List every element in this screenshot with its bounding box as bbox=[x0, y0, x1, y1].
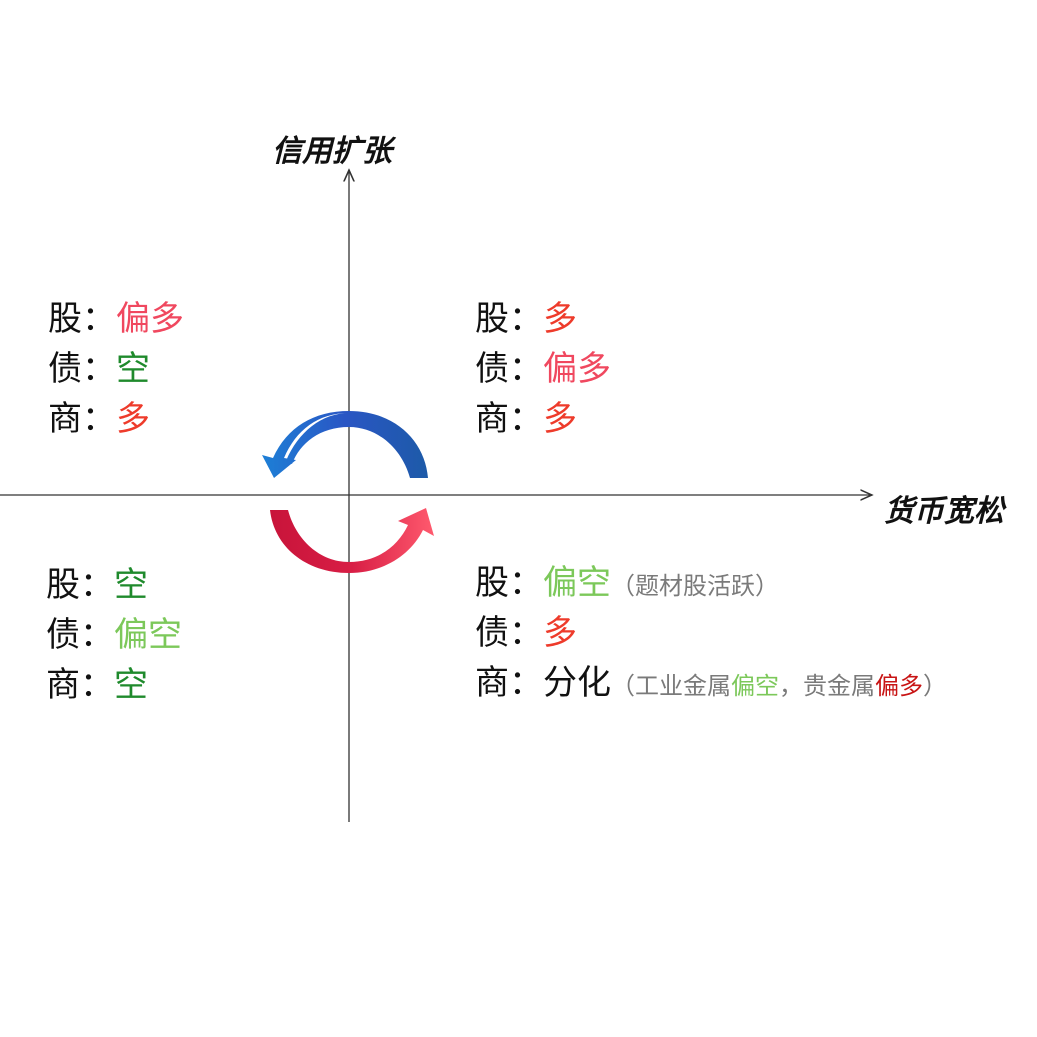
asset-label: 债 bbox=[48, 349, 82, 389]
colon: ： bbox=[80, 665, 114, 705]
asset-label: 商 bbox=[48, 399, 82, 439]
quadrant-bottom-right: 股：偏空（题材股活跃） 债：多 商：分化（工业金属偏空，贵金属偏多） bbox=[475, 558, 947, 708]
colon: ： bbox=[82, 399, 116, 439]
asset-label: 债 bbox=[46, 615, 80, 655]
quadrant-bottom-left: 股：空 债：偏空 商：空 bbox=[46, 560, 182, 710]
stance-value: 多 bbox=[543, 399, 577, 439]
colon: ： bbox=[509, 663, 543, 703]
colon: ： bbox=[509, 299, 543, 339]
stance-note: （题材股活跃） bbox=[611, 572, 779, 600]
asset-label: 商 bbox=[475, 399, 509, 439]
stance-value: 多 bbox=[543, 299, 577, 339]
stance-note-precious: 偏多 bbox=[875, 672, 923, 700]
x-axis-label: 货币宽松 bbox=[884, 494, 1004, 529]
colon: ： bbox=[82, 299, 116, 339]
quad-row: 股：多 bbox=[475, 294, 611, 344]
colon: ： bbox=[82, 349, 116, 389]
colon: ： bbox=[509, 563, 543, 603]
stance-value: 空 bbox=[116, 349, 150, 389]
stance-value: 偏空 bbox=[114, 615, 182, 655]
colon: ： bbox=[509, 613, 543, 653]
stance-note-open: （工业金属 bbox=[611, 672, 731, 700]
quad-row: 股：空 bbox=[46, 560, 182, 610]
quad-row: 债：偏多 bbox=[475, 344, 611, 394]
asset-label: 股 bbox=[475, 563, 509, 603]
quadrant-top-right: 股：多 债：偏多 商：多 bbox=[475, 294, 611, 444]
colon: ： bbox=[509, 349, 543, 389]
colon: ： bbox=[509, 399, 543, 439]
quad-row: 债：偏空 bbox=[46, 610, 182, 660]
stance-value: 偏空 bbox=[543, 563, 611, 603]
stance-value: 偏多 bbox=[116, 299, 184, 339]
quad-row: 股：偏空（题材股活跃） bbox=[475, 558, 947, 608]
quad-row: 商：空 bbox=[46, 660, 182, 710]
quad-row: 商：多 bbox=[48, 394, 184, 444]
stance-value: 分化 bbox=[543, 663, 611, 703]
asset-label: 商 bbox=[475, 663, 509, 703]
stance-value: 空 bbox=[114, 665, 148, 705]
quad-row: 债：空 bbox=[48, 344, 184, 394]
stance-note-mid: ，贵金属 bbox=[779, 672, 875, 700]
quad-row: 商：多 bbox=[475, 394, 611, 444]
quadrant-top-left: 股：偏多 债：空 商：多 bbox=[48, 294, 184, 444]
stance-value: 偏多 bbox=[543, 349, 611, 389]
quad-row: 股：偏多 bbox=[48, 294, 184, 344]
asset-label: 债 bbox=[475, 613, 509, 653]
asset-label: 股 bbox=[48, 299, 82, 339]
stance-value: 多 bbox=[116, 399, 150, 439]
stance-note-industrial: 偏空 bbox=[731, 672, 779, 700]
quad-row: 商：分化（工业金属偏空，贵金属偏多） bbox=[475, 658, 947, 708]
cycle-arrow-red bbox=[270, 508, 434, 573]
stance-note-close: ） bbox=[923, 672, 947, 700]
asset-label: 债 bbox=[475, 349, 509, 389]
y-axis-label: 信用扩张 bbox=[272, 134, 392, 169]
quad-row: 债：多 bbox=[475, 608, 947, 658]
asset-label: 商 bbox=[46, 665, 80, 705]
asset-label: 股 bbox=[46, 565, 80, 605]
cycle-arrow-blue bbox=[262, 411, 428, 478]
asset-label: 股 bbox=[475, 299, 509, 339]
colon: ： bbox=[80, 565, 114, 605]
colon: ： bbox=[80, 615, 114, 655]
stance-value: 空 bbox=[114, 565, 148, 605]
stance-value: 多 bbox=[543, 613, 577, 653]
